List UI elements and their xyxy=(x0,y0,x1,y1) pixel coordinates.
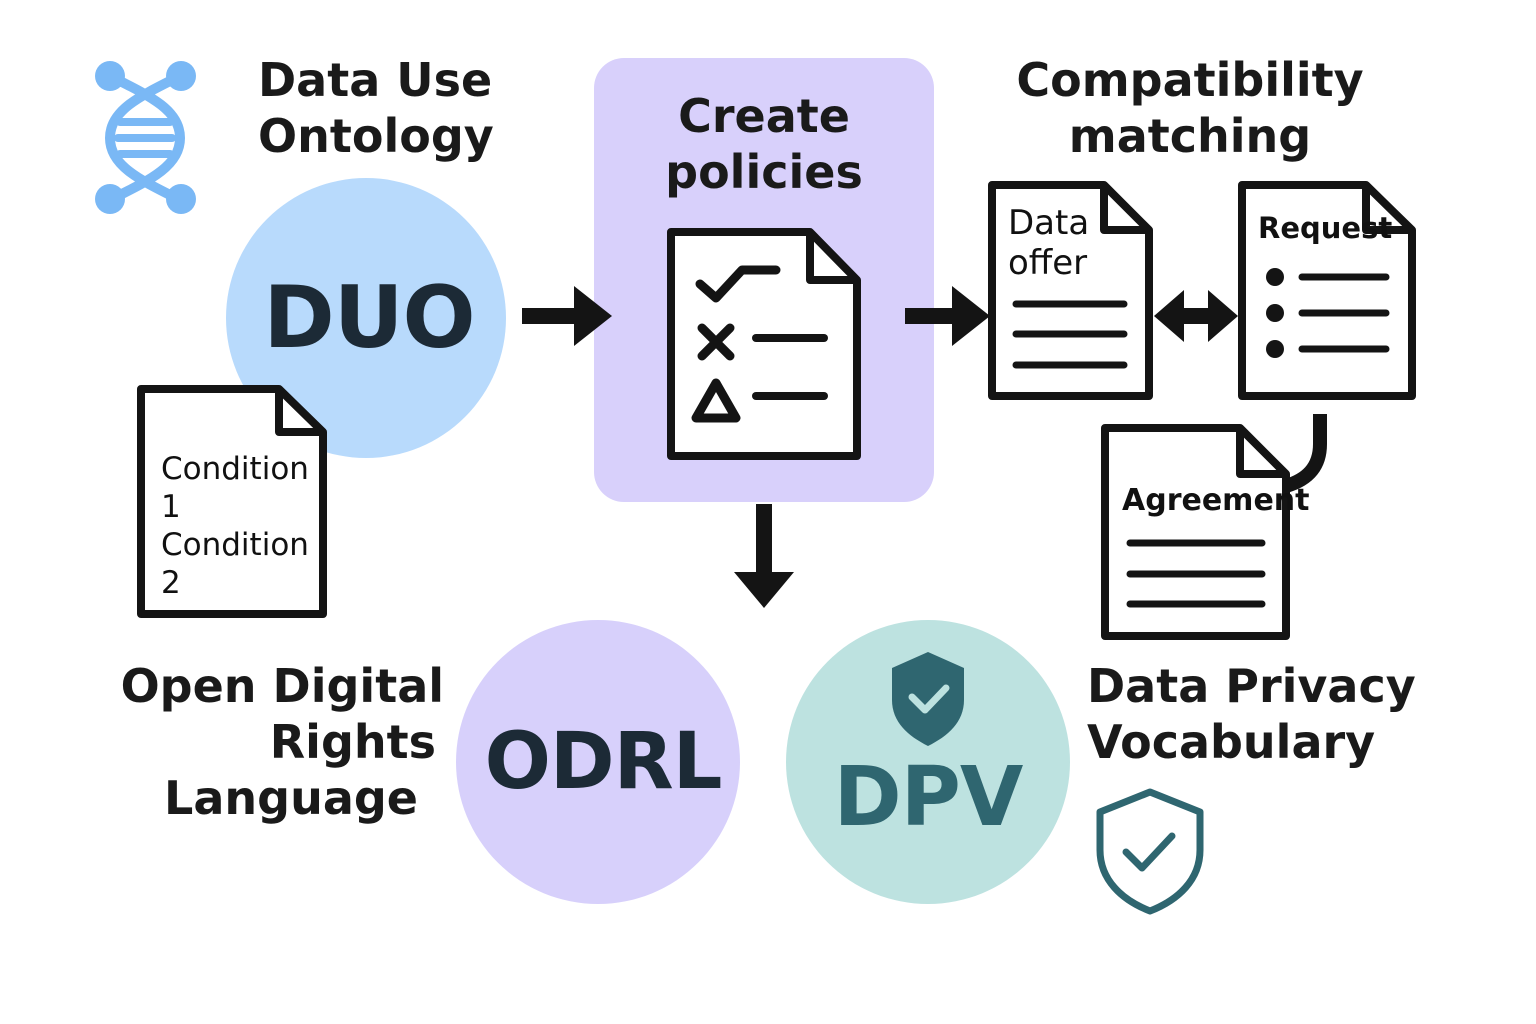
odrl-label: Open Digital Rights Language xyxy=(120,658,444,826)
agreement-title: Agreement xyxy=(1122,483,1310,518)
condition-1-line-a: Condition xyxy=(161,451,309,487)
dpv-label-line2: Vocabulary xyxy=(1087,715,1376,769)
data-offer-text: Data offer xyxy=(1008,203,1089,283)
duo-label-line2: Ontology xyxy=(258,109,494,163)
duo-label: Data Use Ontology xyxy=(258,52,494,164)
double-arrow-offer-request xyxy=(1154,290,1238,342)
create-policies-line2: policies xyxy=(665,145,863,199)
arrow-policies-to-offer xyxy=(905,286,990,346)
odrl-label-line3: Language xyxy=(164,771,418,825)
shield-check-icon xyxy=(892,652,964,746)
data-offer-line2: offer xyxy=(1008,243,1088,283)
duo-abbr: DUO xyxy=(263,268,475,368)
request-title: Request xyxy=(1258,211,1393,245)
conditions-text: Condition 1 Condition 2 xyxy=(161,450,309,602)
create-policies-line1: Create xyxy=(678,89,850,143)
odrl-label-line2: Rights xyxy=(269,715,436,769)
shield-outline-icon xyxy=(1096,788,1204,915)
data-offer-document-icon xyxy=(988,181,1153,400)
odrl-abbr: ODRL xyxy=(484,717,723,807)
dna-icon xyxy=(95,61,196,214)
connector-request-to-agreement xyxy=(1283,414,1327,493)
request-document-icon xyxy=(1238,181,1416,400)
compatibility-line1: Compatibility xyxy=(1016,53,1364,107)
compatibility-label: Compatibility matching xyxy=(1010,52,1370,164)
checklist-document-icon xyxy=(667,228,861,460)
dpv-label: Data Privacy Vocabulary xyxy=(1087,658,1416,770)
arrow-policies-to-odrl xyxy=(734,504,794,608)
odrl-circle: ODRL xyxy=(456,620,740,904)
compatibility-line2: matching xyxy=(1068,109,1312,163)
condition-2-line-a: Condition xyxy=(161,527,309,563)
data-offer-line1: Data xyxy=(1008,203,1090,243)
condition-2-line-b: 2 xyxy=(161,565,181,601)
arrow-duo-to-policies xyxy=(522,286,612,346)
duo-label-line1: Data Use xyxy=(258,53,493,107)
condition-1-line-b: 1 xyxy=(161,489,181,525)
dpv-abbr: DPV xyxy=(833,749,1024,845)
create-policies-label: Create policies xyxy=(594,88,934,200)
odrl-label-line1: Open Digital xyxy=(120,659,444,713)
conditions-document-icon xyxy=(137,385,327,618)
agreement-document-icon xyxy=(1101,424,1290,640)
dpv-label-line1: Data Privacy xyxy=(1087,659,1416,713)
